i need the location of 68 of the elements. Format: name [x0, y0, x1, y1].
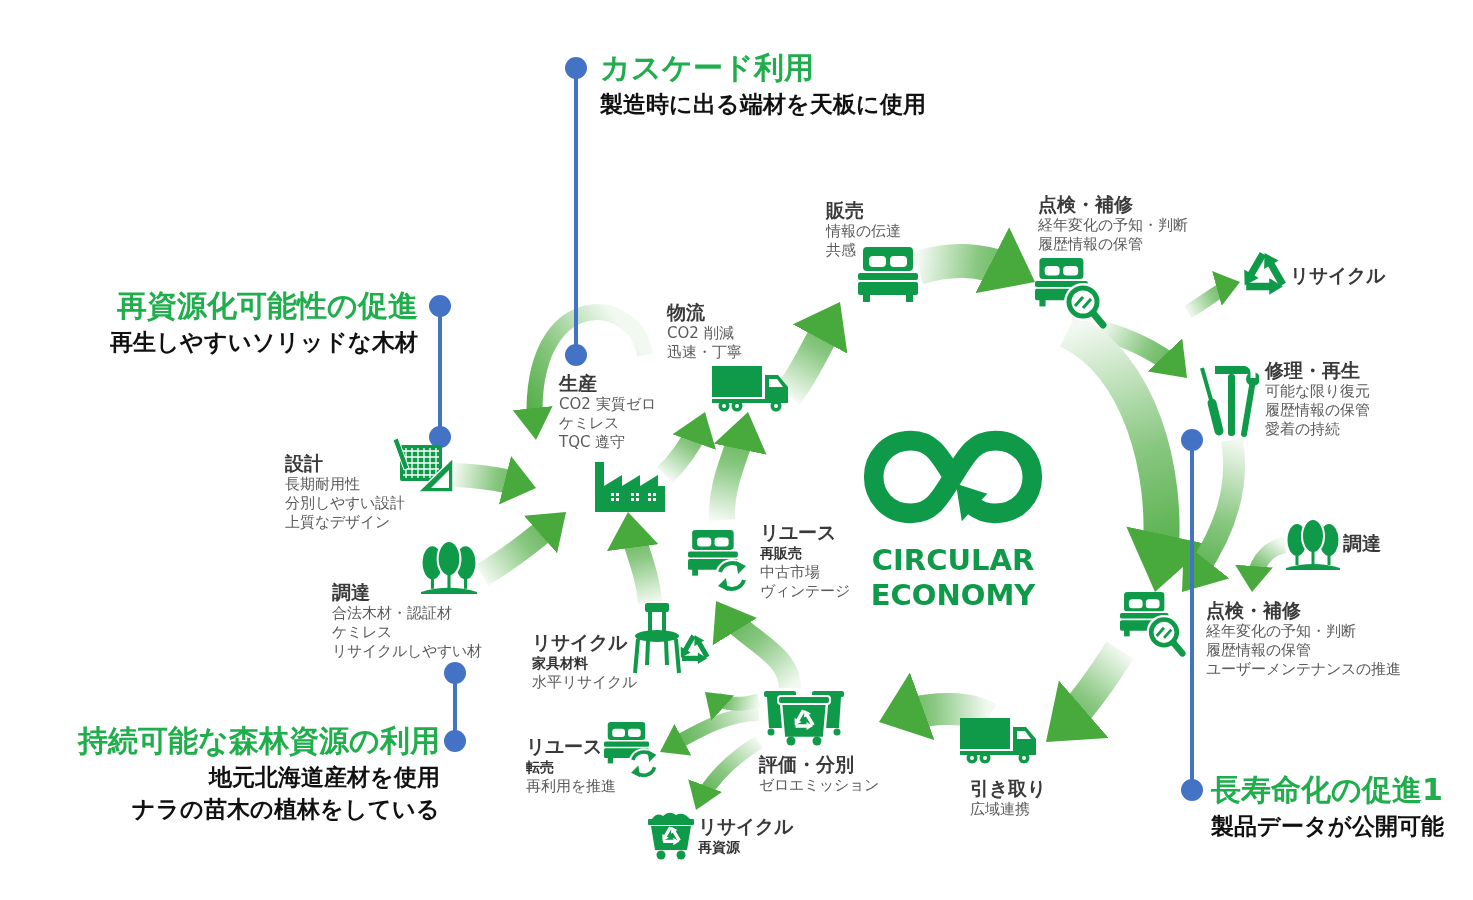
heading: 販売 — [826, 198, 864, 222]
note-text: 中古市場 — [760, 563, 820, 582]
heading: 点検・補修 — [1038, 192, 1133, 216]
arrow — [1184, 272, 1243, 318]
callout-text: ナラの苗木の植林をしている — [132, 795, 440, 824]
note-text: CO2 実質ゼロ — [559, 395, 656, 414]
subheading: 再資源 — [698, 838, 740, 857]
note-text: 可能な限り復元 — [1265, 382, 1370, 401]
note-text: ケミレス — [332, 623, 392, 642]
arrow — [1235, 537, 1287, 593]
note-text: ゼロエミッション — [759, 776, 879, 795]
center-text: CIRCULAR ECONOMY — [869, 543, 1037, 613]
arrow — [708, 409, 766, 521]
note-text: 履歴情報の保管 — [1206, 641, 1311, 660]
note-text: 分別しやすい設計 — [285, 494, 405, 513]
callout-title: 持続可能な森林資源の利用 — [78, 722, 440, 760]
note-text: 情報の伝達 — [826, 222, 901, 241]
heading: リユース — [760, 520, 836, 544]
callout-title: 再資源化可能性の促進 — [117, 287, 418, 325]
note-text: 広域連携 — [970, 800, 1030, 819]
note-text: 履歴情報の保管 — [1265, 401, 1370, 420]
heading: 調達 — [332, 580, 370, 604]
heading: リユース — [526, 734, 602, 758]
note-text: CO2 削減 — [667, 324, 734, 343]
note-text: 合法木材・認証材 — [332, 604, 452, 623]
note-text: 上質なデザイン — [285, 513, 390, 532]
leader-line — [1181, 429, 1203, 801]
heading: 点検・補修 — [1206, 598, 1301, 622]
callout-title: 長寿命化の促進1 — [1211, 771, 1443, 809]
heading: リサイクル — [698, 814, 793, 838]
note-text: TQC 遵守 — [559, 433, 626, 452]
note-text: 長期耐用性 — [285, 475, 360, 494]
callout-text: 地元北海道産材を使用 — [209, 763, 440, 792]
note-text: 経年変化の予知・判断 — [1038, 216, 1188, 235]
note-text: 愛着の持続 — [1265, 420, 1340, 439]
callout-text: 製造時に出る端材を天板に使用 — [600, 90, 926, 119]
heading: 設計 — [285, 451, 323, 475]
callout-text: 製品データが公開可能 — [1211, 812, 1444, 841]
note-text: 迅速・丁寧 — [667, 343, 742, 362]
heading: 引き取り — [970, 776, 1046, 800]
arrow — [514, 304, 653, 441]
note-text: 経年変化の予知・判断 — [1206, 622, 1356, 641]
heading: 調達 — [1343, 531, 1381, 555]
heading: 物流 — [667, 300, 705, 324]
note-text: ヴィンテージ — [760, 582, 850, 601]
leader-line — [429, 295, 451, 448]
heading: 生産 — [559, 371, 597, 395]
note-text: ユーザーメンテナンスの推進 — [1206, 660, 1401, 679]
note-text: 水平リサイクル — [532, 673, 637, 692]
callout-title: カスケード利用 — [600, 49, 814, 87]
leader-line — [565, 57, 587, 366]
subheading: 転売 — [526, 758, 554, 777]
subheading: 家具材料 — [532, 654, 588, 673]
subheading: 再販売 — [760, 544, 802, 563]
note-text: 再利用を推進 — [526, 777, 616, 796]
heading: 評価・分別 — [759, 752, 854, 776]
arrow — [608, 510, 662, 605]
note-text: 共感 — [826, 241, 856, 260]
note-text: 履歴情報の保管 — [1038, 235, 1143, 254]
leader-line — [444, 662, 466, 752]
heading: リサイクル — [1290, 263, 1385, 287]
callout-text: 再生しやすいソリッドな木材 — [110, 328, 418, 357]
note-text: ケミレス — [559, 414, 619, 433]
arrow — [453, 455, 539, 505]
heading: リサイクル — [532, 630, 627, 654]
arrow — [689, 736, 763, 813]
heading: 修理・再生 — [1265, 358, 1360, 382]
note-text: リサイクルしやすい材 — [332, 642, 482, 661]
